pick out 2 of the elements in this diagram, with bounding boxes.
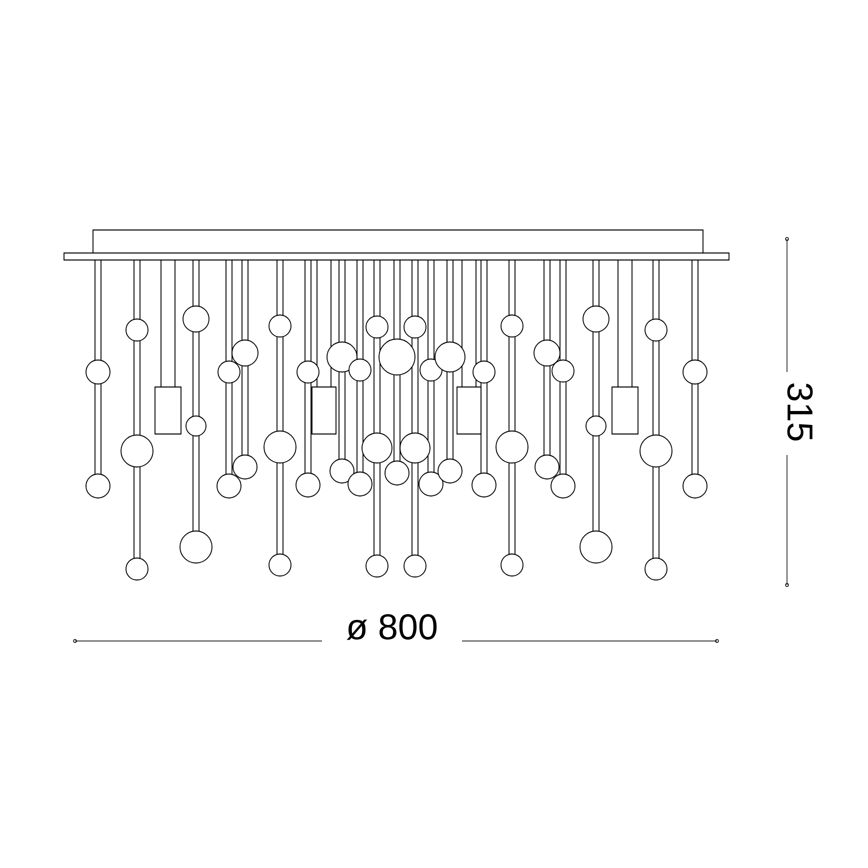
dimension-label: ø 800 xyxy=(346,614,437,640)
dimension-label: 315 xyxy=(787,383,813,441)
